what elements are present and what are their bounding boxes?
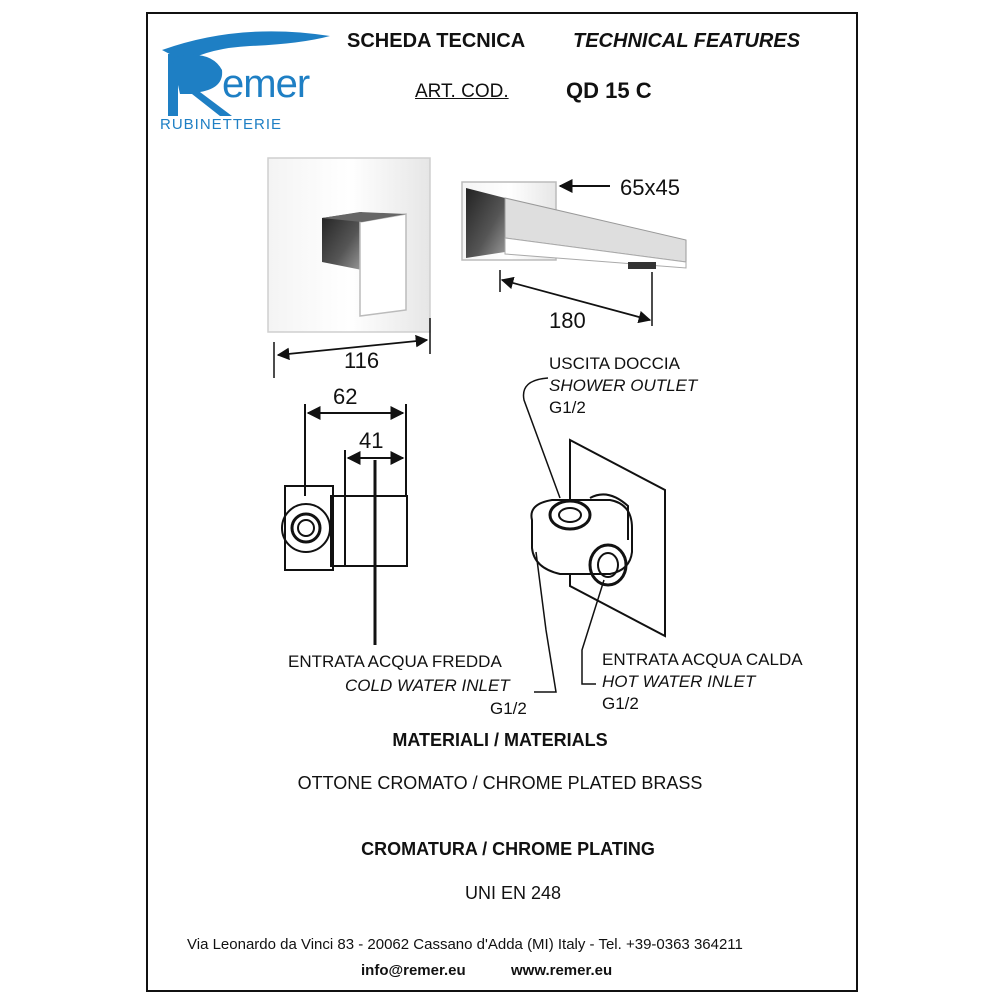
technical-sheet bbox=[146, 12, 858, 992]
cold-inlet-italian: ENTRATA ACQUA FREDDA bbox=[288, 652, 502, 671]
spout-view bbox=[461, 181, 687, 269]
materials-heading: MATERIALI / MATERIALS bbox=[392, 730, 608, 750]
cold-inlet-size: G1/2 bbox=[490, 699, 527, 718]
materials-value: OTTONE CROMATO / CHROME PLATED BRASS bbox=[297, 773, 703, 793]
shower-outlet-size: G1/2 bbox=[549, 398, 586, 417]
website-link[interactable]: www.remer.eu bbox=[511, 962, 613, 979]
title-italian: SCHEDA TECNICA bbox=[347, 30, 526, 52]
shower-outlet-italian: USCITA DOCCIA bbox=[549, 354, 680, 373]
mixer-side-view bbox=[281, 404, 408, 645]
dimension-body-depth-inner-label: 41 bbox=[359, 428, 384, 453]
dimension-plate-width bbox=[273, 318, 431, 378]
remer-logo bbox=[162, 31, 330, 116]
article-code-label: ART. COD. bbox=[415, 81, 509, 102]
plating-value: UNI EN 248 bbox=[464, 883, 562, 903]
logo-subtitle: RUBINETTERIE bbox=[160, 116, 283, 133]
dimension-body-depth-total-label: 62 bbox=[333, 384, 358, 409]
logo-brand: emer bbox=[222, 62, 310, 106]
shower-outlet-english: SHOWER OUTLET bbox=[549, 376, 698, 395]
hot-inlet-italian: ENTRATA ACQUA CALDA bbox=[602, 650, 803, 669]
mixer-rear-view bbox=[530, 438, 666, 638]
dimension-spout-section-label: 65x45 bbox=[620, 175, 680, 200]
article-code: QD 15 C bbox=[566, 78, 652, 103]
hot-inlet-english: HOT WATER INLET bbox=[602, 672, 756, 691]
company-address: Via Leonardo da Vinci 83 - 20062 Cassano… bbox=[187, 936, 743, 953]
leader-lines bbox=[522, 377, 605, 693]
cold-inlet-english: COLD WATER INLET bbox=[345, 676, 510, 695]
title-english: TECHNICAL FEATURES bbox=[573, 30, 801, 52]
email-link[interactable]: info@remer.eu bbox=[361, 962, 466, 979]
dimension-spout-length bbox=[499, 270, 653, 326]
plating-heading: CROMATURA / CHROME PLATING bbox=[361, 839, 655, 859]
mixer-plate-front-view bbox=[267, 157, 431, 333]
dimension-spout-length-label: 180 bbox=[549, 308, 586, 333]
dimension-plate-width-label: 116 bbox=[344, 348, 380, 373]
hot-inlet-size: G1/2 bbox=[602, 694, 639, 713]
